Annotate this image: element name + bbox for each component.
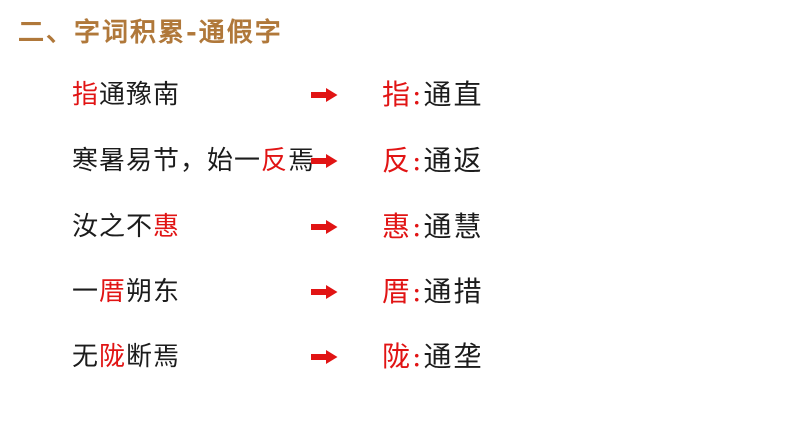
phrase-text: 指通豫南 xyxy=(72,79,180,111)
phrase-pre: 一 xyxy=(72,277,100,307)
phrase-post: 断焉 xyxy=(126,342,181,372)
phrase-pre: 寒暑易节，始一 xyxy=(72,146,262,176)
phrase-text: 一厝朔东 xyxy=(72,276,180,308)
explanation-highlight: 陇: xyxy=(382,340,424,373)
explanation-rest: 通慧 xyxy=(423,210,484,243)
right-arrow-icon xyxy=(311,87,338,103)
explanation-rest: 通垄 xyxy=(423,340,484,373)
phrase-highlight-char: 指 xyxy=(72,80,100,110)
phrase-highlight-char: 惠 xyxy=(153,212,181,242)
tongjiazi-row: 指通豫南 指:通直 xyxy=(0,79,794,111)
explanation-rest: 通直 xyxy=(423,78,484,111)
phrase-text: 汝之不惠 xyxy=(72,211,180,243)
explanation-text: 指:通直 xyxy=(382,79,483,111)
explanation-text: 厝:通措 xyxy=(382,276,483,308)
explanation-text: 陇:通垄 xyxy=(382,341,483,373)
phrase-post: 焉 xyxy=(288,146,316,176)
tongjiazi-row: 一厝朔东 厝:通措 xyxy=(0,276,794,308)
phrase-text: 寒暑易节，始一反焉 xyxy=(72,145,315,177)
phrase-highlight-char: 反 xyxy=(261,146,289,176)
right-arrow-icon xyxy=(311,284,338,300)
right-arrow-icon xyxy=(311,153,338,169)
explanation-highlight: 厝: xyxy=(382,275,424,308)
phrase-highlight-char: 厝 xyxy=(99,277,127,307)
phrase-pre: 汝之不 xyxy=(72,212,154,242)
phrase-post: 通豫南 xyxy=(99,80,181,110)
explanation-text: 反:通返 xyxy=(382,145,483,177)
phrase-post: 朔东 xyxy=(126,277,181,307)
tongjiazi-row: 寒暑易节，始一反焉 反:通返 xyxy=(0,145,794,177)
explanation-highlight: 反: xyxy=(382,144,424,177)
phrase-highlight-char: 陇 xyxy=(99,342,127,372)
explanation-rest: 通措 xyxy=(423,275,484,308)
right-arrow-icon xyxy=(311,219,338,235)
explanation-rest: 通返 xyxy=(423,144,484,177)
explanation-text: 惠:通慧 xyxy=(382,211,483,243)
tongjiazi-row: 无陇断焉 陇:通垄 xyxy=(0,341,794,373)
phrase-pre: 无 xyxy=(72,342,100,372)
explanation-highlight: 指: xyxy=(382,78,424,111)
right-arrow-icon xyxy=(311,349,338,365)
tongjiazi-row: 汝之不惠 惠:通慧 xyxy=(0,211,794,243)
page-title: 二、字词积累-通假字 xyxy=(18,18,283,48)
explanation-highlight: 惠: xyxy=(382,210,424,243)
phrase-text: 无陇断焉 xyxy=(72,341,180,373)
